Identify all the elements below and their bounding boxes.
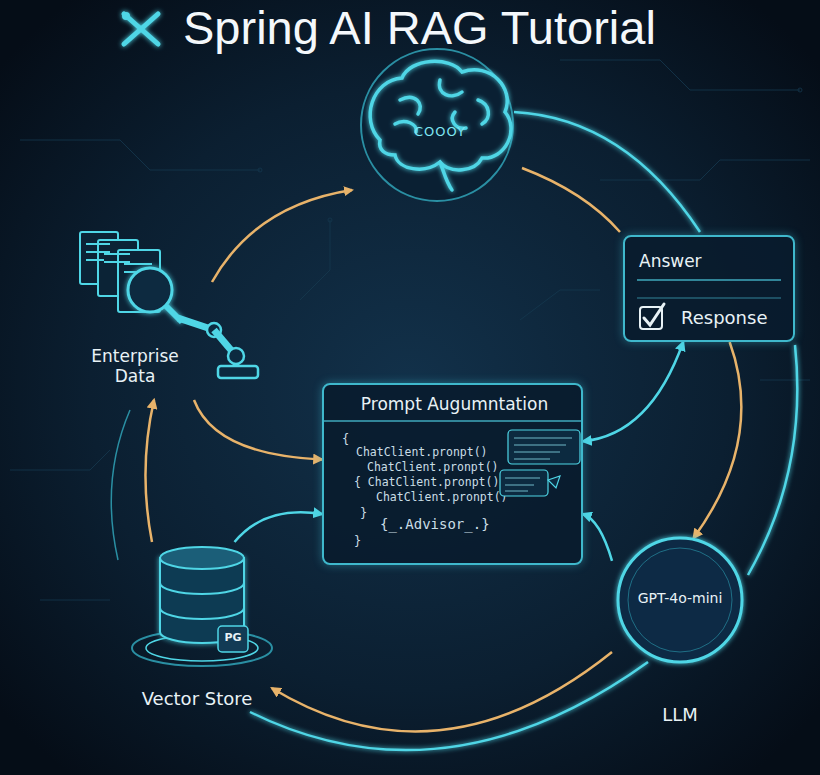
database-cylinder	[132, 547, 272, 666]
answer-box: AnswerResponse	[623, 235, 795, 342]
code-line: {_.Advisor_.}	[380, 516, 490, 533]
code-line: {	[342, 432, 349, 446]
code-line: }	[354, 534, 361, 548]
flow-connector	[583, 514, 612, 561]
node-label: Enterprise Data	[75, 346, 195, 387]
answer-lines	[637, 280, 781, 298]
flow-arc	[250, 662, 648, 750]
vector-store-node: PG Vector Store	[122, 542, 272, 714]
badge-text: PG	[218, 631, 248, 644]
flow-arc	[514, 112, 700, 232]
flow-connector	[272, 652, 612, 731]
llm-circle: GPT-4o-miniLLM	[612, 538, 748, 728]
data-source-node: Enterprise Data	[70, 228, 270, 400]
code-line: ChatClient.pronpt()	[376, 491, 508, 505]
prompt-box: Prompt Augumntation{ChatClient.pronpt()C…	[322, 383, 583, 565]
checkbox-icon	[640, 304, 664, 329]
flow-connector	[583, 342, 683, 441]
flow-connector	[145, 400, 154, 542]
brain-text: COOOY	[414, 124, 466, 140]
code-line: }	[360, 506, 367, 520]
box-heading: Prompt Augumntation	[324, 394, 585, 414]
flow-connector	[194, 400, 322, 459]
code-line: { ChatClient.pronpt()	[354, 476, 499, 490]
circle-outline	[612, 538, 748, 728]
brain-illustration	[361, 49, 513, 201]
flow-arc	[522, 168, 620, 232]
flow-arc	[748, 345, 797, 575]
code-line: ChatClient.pronpt()	[356, 446, 488, 460]
title-icon	[122, 12, 158, 44]
diagram-title: Spring AI RAG Tutorial	[183, 0, 656, 56]
node-label: GPT-4o-mini	[612, 590, 748, 607]
robot-arm-icon	[178, 318, 258, 378]
prompt-divider	[324, 420, 581, 422]
magnifier-icon	[128, 268, 182, 322]
node-caption: LLM	[612, 704, 748, 726]
code-line: ChatClient.pronpt()	[367, 461, 499, 475]
chat-bubbles	[500, 430, 580, 496]
flow-connector	[694, 342, 742, 538]
node-caption: Vector Store	[122, 688, 272, 710]
box-text: Response	[681, 307, 767, 329]
flow-arc	[212, 190, 352, 282]
box-heading: Answer	[639, 251, 702, 271]
flow-connector	[235, 512, 323, 542]
flow-arc	[111, 410, 130, 560]
